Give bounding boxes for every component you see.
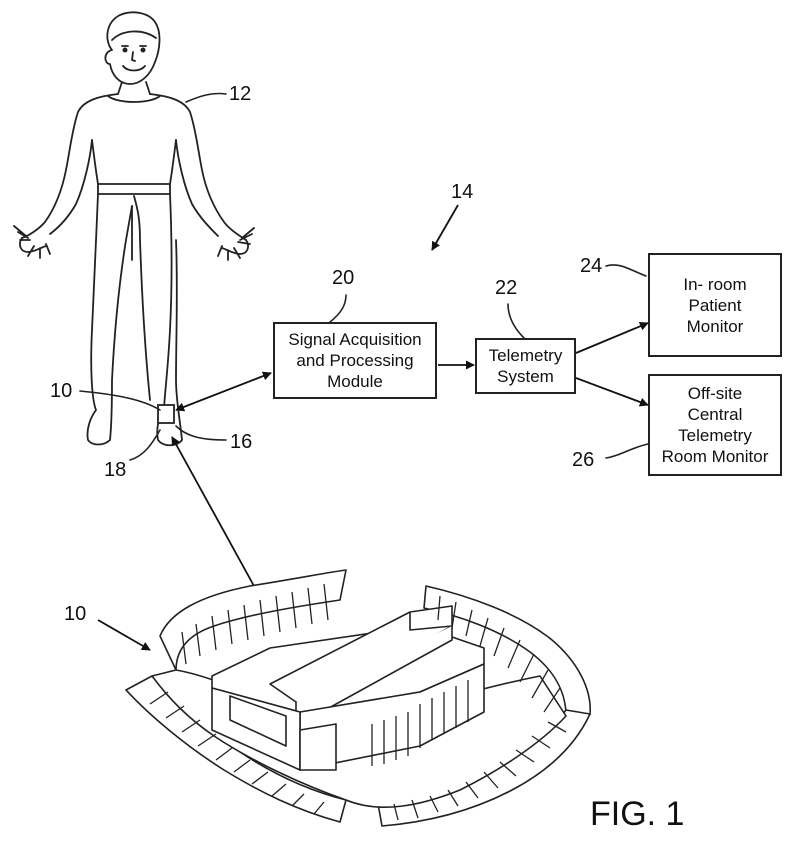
ref-16: 16 (230, 431, 252, 453)
leader-20 (329, 294, 347, 323)
arrow-14 (431, 204, 459, 251)
ref-22: 22 (495, 277, 517, 299)
ref-10-bottom: 10 (64, 603, 86, 625)
ref-10-top: 10 (50, 380, 72, 402)
device-illustration (125, 569, 591, 827)
arrow-sensor-to-module (175, 371, 272, 412)
leader-18 (129, 429, 161, 461)
leader-12 (185, 92, 227, 103)
arrow-10-bottom (97, 619, 151, 651)
telemetry-system-box: Telemetry System (475, 338, 576, 394)
ref-18: 18 (104, 459, 126, 481)
patient-legs (86, 193, 183, 447)
ref-12: 12 (229, 83, 251, 105)
device-ribs (149, 583, 567, 821)
offsite-monitor-box: Off-site Central Telemetry Room Monitor (648, 374, 782, 476)
arrow-telemetry-to-inroom (575, 321, 649, 354)
arrow-telemetry-to-offsite (575, 377, 649, 407)
leader-24 (605, 264, 647, 277)
arrow-device-to-ankle (171, 436, 255, 587)
in-room-monitor-box: In- room Patient Monitor (648, 253, 782, 357)
ref-20: 20 (332, 267, 354, 289)
ankle-sensor (157, 404, 175, 424)
ref-24: 24 (580, 255, 602, 277)
patient-head (104, 11, 161, 85)
patient-figure (13, 11, 255, 447)
leader-16 (175, 425, 227, 441)
leader-22 (507, 303, 525, 339)
signal-acquisition-box: Signal Acquisition and Processing Module (273, 322, 437, 399)
figure-caption: FIG. 1 (590, 795, 685, 833)
ref-26: 26 (572, 449, 594, 471)
leader-26 (605, 443, 649, 459)
ref-14: 14 (451, 181, 473, 203)
leader-10-top (79, 390, 161, 411)
patient-torso (21, 93, 247, 241)
